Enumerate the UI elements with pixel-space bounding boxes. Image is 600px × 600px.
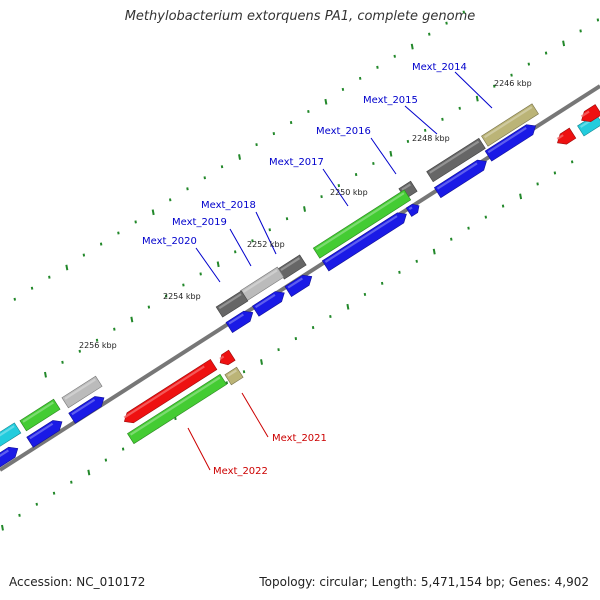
gene-feature-blue[interactable]	[26, 417, 65, 448]
tick-mark	[389, 150, 393, 157]
feature-track	[0, 103, 600, 470]
kbp-tick-2256: 2256 kbp	[79, 341, 117, 350]
gene-label-mext-2016[interactable]: Mext_2016	[316, 126, 371, 137]
gene-label-mext-2019[interactable]: Mext_2019	[172, 217, 227, 228]
tick-mark	[324, 98, 328, 105]
gene-feature-red[interactable]	[554, 127, 577, 148]
gene-feature-blue[interactable]	[252, 288, 287, 317]
gene-feature-red[interactable]	[217, 349, 236, 368]
gene-label-mext-2015[interactable]: Mext_2015	[363, 95, 418, 106]
tick-mark	[238, 154, 242, 160]
tick-mark	[65, 264, 69, 271]
leader-line	[255, 211, 277, 255]
gene-feature-light-gray[interactable]	[61, 375, 103, 409]
leader-line	[187, 427, 211, 471]
gene-feature-cyan[interactable]	[0, 422, 22, 450]
leader-line	[322, 168, 349, 207]
gene-feature-dark-gray[interactable]	[215, 290, 249, 318]
tick-mark	[216, 261, 220, 268]
gene-label-mext-2014[interactable]: Mext_2014	[412, 62, 467, 73]
gene-feature-khaki[interactable]	[224, 366, 244, 386]
genome-summary-text: Topology: circular; Length: 5,471,154 bp…	[259, 575, 589, 589]
tick-mark	[562, 40, 566, 47]
gene-feature-blue[interactable]	[0, 443, 21, 470]
leader-line	[195, 247, 221, 283]
tick-mark	[346, 303, 350, 310]
gene-feature-green[interactable]	[312, 189, 412, 259]
tick-mark	[1, 524, 4, 531]
gene-label-mext-2022[interactable]: Mext_2022	[213, 466, 268, 477]
tick-marks	[1, 10, 600, 531]
kbp-tick-2250: 2250 kbp	[330, 188, 368, 197]
kbp-tick-2254: 2254 kbp	[163, 292, 201, 301]
tick-mark	[475, 95, 479, 102]
gene-feature-blue[interactable]	[321, 209, 409, 272]
tick-mark	[432, 248, 436, 255]
gene-feature-red[interactable]	[121, 358, 218, 426]
gene-feature-red[interactable]	[578, 104, 600, 126]
tick-mark	[87, 469, 91, 476]
tick-mark	[260, 359, 264, 365]
tick-mark	[130, 316, 134, 323]
gene-label-mext-2018[interactable]: Mext_2018	[201, 200, 256, 211]
gene-feature-blue[interactable]	[484, 121, 539, 162]
leader-line	[241, 392, 269, 438]
tick-mark	[410, 43, 414, 50]
gene-label-mext-2020[interactable]: Mext_2020	[142, 236, 197, 247]
gene-label-mext-2021[interactable]: Mext_2021	[272, 433, 327, 444]
kbp-tick-2252: 2252 kbp	[247, 240, 285, 249]
tick-mark	[151, 209, 155, 216]
accession-text: Accession: NC_010172	[9, 575, 146, 589]
gene-feature-blue-small[interactable]	[405, 202, 421, 217]
gene-feature-blue[interactable]	[225, 307, 256, 334]
leader-line	[404, 105, 438, 135]
leader-line	[229, 228, 252, 267]
gene-feature-blue[interactable]	[284, 271, 315, 298]
leader-line	[454, 71, 493, 109]
gene-feature-blue[interactable]	[433, 156, 489, 199]
tick-mark	[44, 371, 47, 378]
leader-line	[370, 137, 397, 175]
label-leader-lines	[187, 71, 493, 471]
kbp-tick-2246: 2246 kbp	[494, 79, 532, 88]
gene-feature-blue[interactable]	[68, 393, 107, 424]
gene-feature-khaki[interactable]	[481, 103, 539, 147]
gene-label-mext-2017[interactable]: Mext_2017	[269, 157, 324, 168]
gene-feature-green[interactable]	[19, 398, 61, 432]
tick-mark	[303, 206, 307, 212]
map-title: Methylobacterium extorquens PA1, complet…	[124, 9, 476, 24]
gene-feature-green[interactable]	[127, 373, 227, 445]
tick-mark	[519, 193, 523, 200]
kbp-tick-2248: 2248 kbp	[412, 134, 450, 143]
gene-feature-dark-gray[interactable]	[426, 137, 486, 183]
